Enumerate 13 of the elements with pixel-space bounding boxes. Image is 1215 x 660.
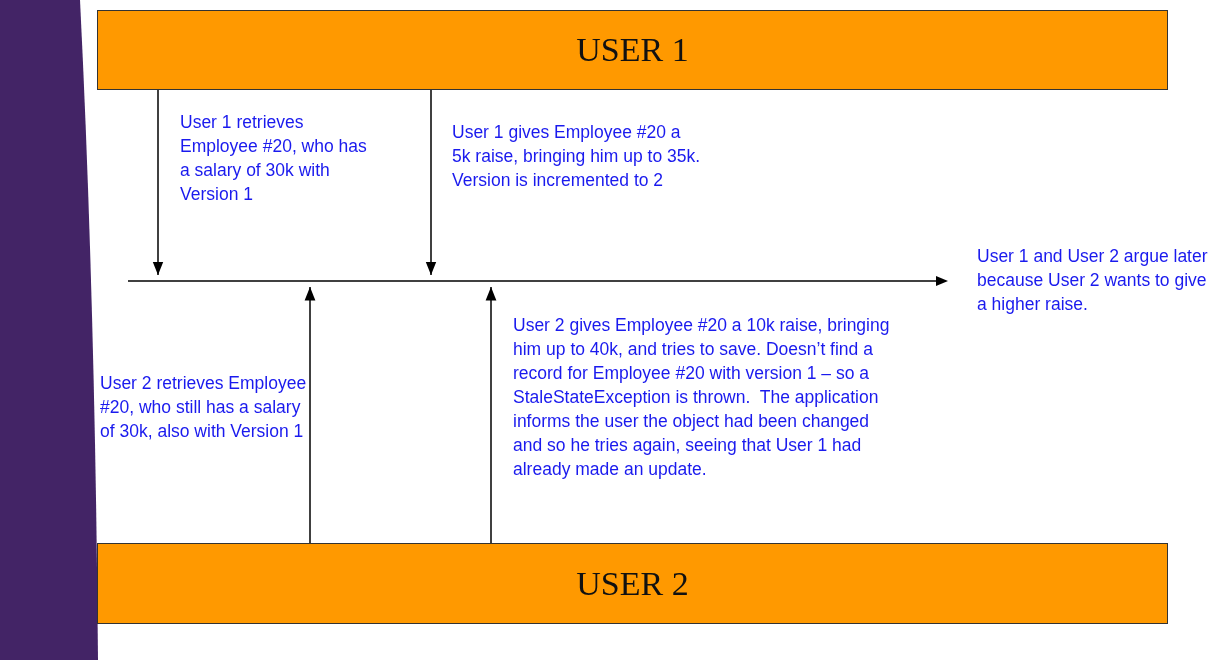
arrow bbox=[485, 286, 497, 544]
note-text: User 1 and User 2 argue later because User 2 wants to give a higher raise. bbox=[977, 245, 1209, 316]
actor-label: USER 1 bbox=[576, 31, 689, 69]
arrow bbox=[425, 89, 437, 276]
actor-bar bbox=[97, 543, 1168, 624]
edge-label: User 1 gives Employee #20 a 5k raise, bringing him up to 35k. Version is incremented to 2 bbox=[452, 121, 702, 192]
edge-label: User 1 retrieves Employee #20, who has a salary of 30k with Version 1 bbox=[180, 111, 368, 206]
edge-label: User 2 retrieves Employee #20, who still has a salary of 30k, also with Version 1 bbox=[100, 372, 308, 443]
actor-bar bbox=[97, 10, 1168, 90]
edge-label: User 2 gives Employee #20 a 10k raise, bringing him up to 40k, and tries to save. Doesn’t find a record for Employee #20 with version 1 – so a StaleStateException is thrown. The application informs the user the object had been changed and so he tries again, seeing that User 1 had already made an update. bbox=[513, 314, 891, 481]
arrow bbox=[304, 286, 316, 544]
actor-label: USER 2 bbox=[576, 564, 689, 603]
arrow bbox=[152, 89, 164, 276]
